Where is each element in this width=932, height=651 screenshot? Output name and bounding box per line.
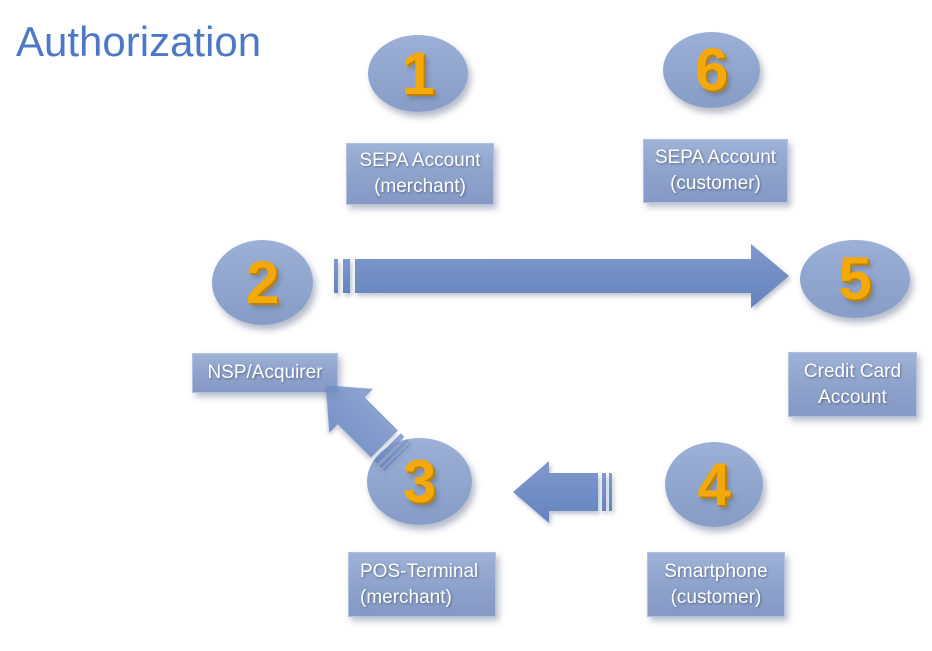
- step-number-4: 4: [697, 450, 731, 518]
- step-circle-4: 4: [665, 442, 763, 527]
- step-number-6: 6: [694, 36, 729, 103]
- step-number-1: 1: [401, 39, 435, 107]
- arrow-pos-to-nsp: [325, 385, 412, 471]
- label-box-sepa-customer: SEPA Account (customer): [643, 139, 788, 203]
- arrow-smartphone-to-pos: [513, 461, 612, 523]
- label-text-pos-terminal: POS-Terminal (merchant): [360, 560, 479, 608]
- label-text-credit-card: Credit Card Account: [803, 360, 902, 408]
- label-box-sepa-merchant: SEPA Account (merchant): [346, 143, 494, 205]
- step-circle-5: 5: [800, 240, 910, 318]
- label-text-sepa-merchant: SEPA Account (merchant): [359, 150, 481, 197]
- label-box-smartphone: Smartphone (customer): [647, 552, 785, 617]
- label-box-pos-terminal: POS-Terminal (merchant): [348, 552, 496, 617]
- step-number-5: 5: [838, 245, 872, 312]
- page-title: Authorization: [16, 18, 262, 65]
- step-circle-6: 6: [663, 32, 760, 108]
- label-text-sepa-customer: SEPA Account (customer): [654, 147, 777, 194]
- step-circle-1: 1: [368, 35, 468, 112]
- step-number-2: 2: [245, 248, 280, 316]
- arrow-nsp-to-creditcard: [334, 244, 789, 308]
- label-box-nsp-acquirer: NSP/Acquirer: [192, 353, 338, 393]
- label-box-credit-card: Credit Card Account: [788, 352, 917, 417]
- label-text-nsp-acquirer: NSP/Acquirer: [207, 362, 323, 383]
- step-circle-2: 2: [212, 240, 313, 325]
- label-text-smartphone: Smartphone (customer): [664, 560, 768, 608]
- step-number-3: 3: [402, 447, 437, 515]
